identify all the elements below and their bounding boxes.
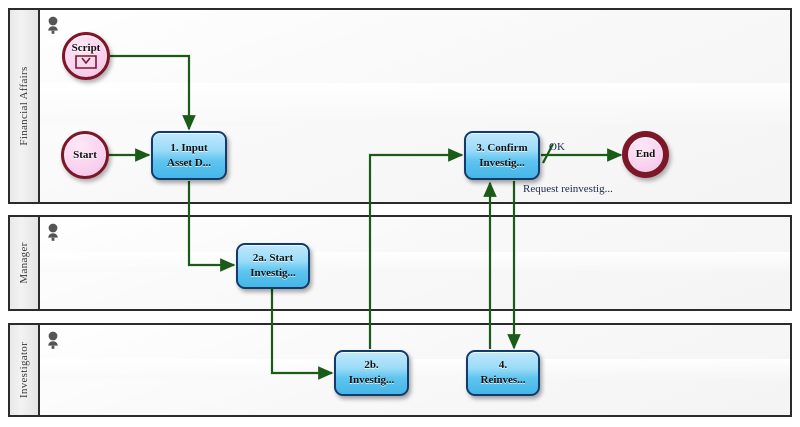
node-task-4-reinvestigation[interactable]: 4. Reinves... <box>466 350 540 396</box>
node-task-3-line2: Investig... <box>479 156 525 169</box>
edge-label-ok: OK <box>549 141 565 153</box>
person-icon <box>48 331 58 349</box>
lane-body-manager <box>38 217 790 309</box>
node-task-1-input-asset[interactable]: 1. Input Asset D... <box>151 131 227 180</box>
node-script-label: Script <box>71 42 101 54</box>
lane-financial-affairs[interactable]: Financial Affairs <box>8 8 792 204</box>
node-task-2a-line2: Investig... <box>250 267 296 279</box>
node-task-2a-start-investigation[interactable]: 2a. Start Investig... <box>236 243 310 289</box>
lane-header-manager[interactable]: Manager <box>10 217 40 309</box>
lane-manager[interactable]: Manager <box>8 215 792 311</box>
person-icon <box>48 223 58 241</box>
lane-header-financial-affairs[interactable]: Financial Affairs <box>10 10 40 202</box>
person-icon <box>48 16 58 34</box>
node-end[interactable]: End <box>622 131 669 178</box>
node-task-4-line2: Reinves... <box>480 374 526 386</box>
node-task-1-line1: 1. Input <box>170 141 208 154</box>
node-task-2b-line1: 2b. <box>364 359 379 372</box>
node-task-4-line1: 4. <box>498 359 508 372</box>
node-start-label: Start <box>73 148 97 161</box>
lane-body-investigator <box>38 325 790 415</box>
node-script[interactable]: Script <box>62 32 110 80</box>
node-start[interactable]: Start <box>61 131 109 179</box>
node-task-2a-line1: 2a. Start <box>252 252 294 265</box>
lane-label-manager: Manager <box>18 242 30 284</box>
node-task-1-line2: Asset D... <box>167 156 211 169</box>
lane-label-investigator: Investigator <box>18 341 30 399</box>
node-end-label: End <box>635 148 656 160</box>
node-task-2b-line2: Investig... <box>348 374 395 386</box>
edge-label-request-reinvestigation: Request reinvestig... <box>523 183 613 195</box>
node-task-3-line1: 3. Confirm <box>476 141 528 154</box>
node-task-2b-investigation[interactable]: 2b. Investig... <box>334 350 409 396</box>
node-task-3-confirm-investigation[interactable]: 3. Confirm Investig... <box>464 131 540 180</box>
script-icon <box>75 55 97 69</box>
lane-label-financial-affairs: Financial Affairs <box>18 66 30 146</box>
lane-header-investigator[interactable]: Investigator <box>10 325 40 415</box>
